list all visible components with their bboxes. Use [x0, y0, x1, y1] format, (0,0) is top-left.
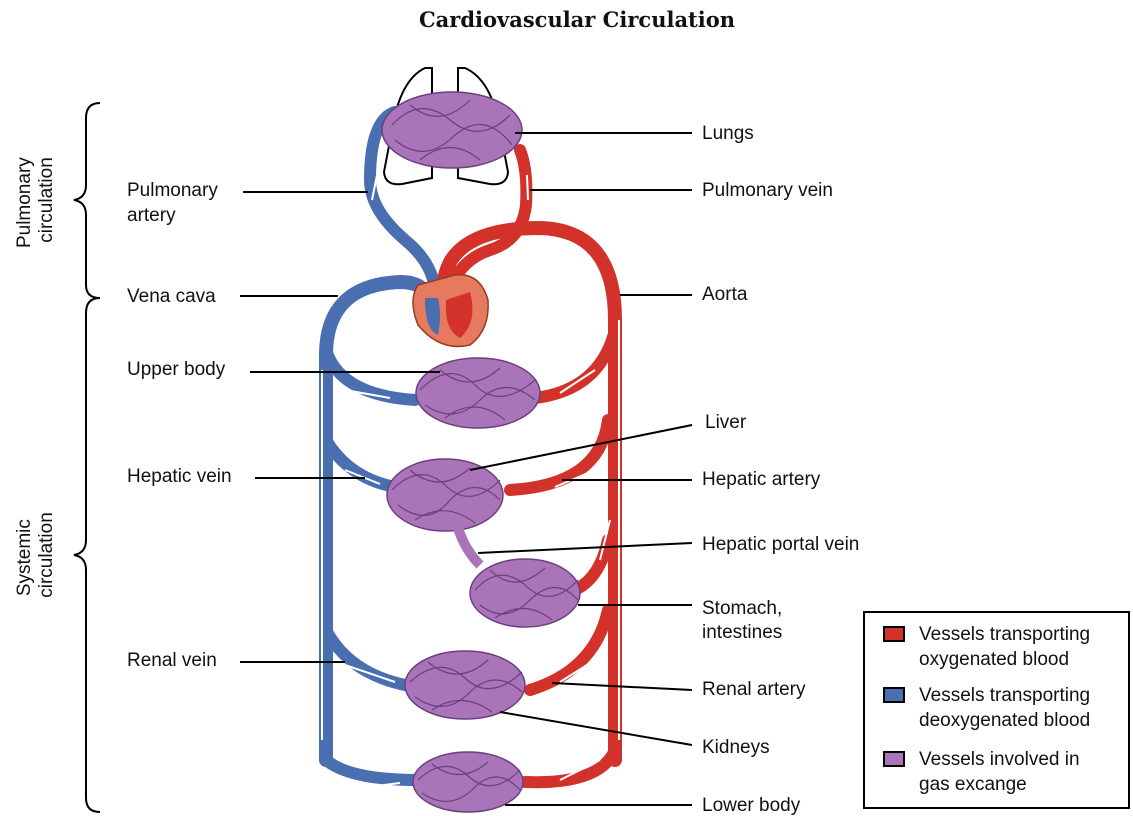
liver-capillary-bed — [387, 459, 503, 531]
lungs-capillary-bed — [382, 92, 522, 168]
renal-artery-label: Renal artery — [702, 679, 806, 700]
pulmonary-circulation-label: Pulmonary circulation — [14, 152, 57, 248]
lower-body-label: Lower body — [702, 795, 801, 816]
legend-swatch-oxygenated — [884, 627, 904, 641]
stomach-intestines-label: Stomach, intestines — [702, 598, 788, 643]
hepatic-artery-label: Hepatic artery — [702, 469, 821, 490]
pulmonary-artery-label: Pulmonary artery — [127, 180, 223, 226]
legend-swatch-gas-exchange — [884, 752, 904, 766]
diagram-title: Cardiovascular Circulation — [419, 7, 735, 32]
stomach-intestines-capillary-bed — [470, 559, 580, 627]
lungs-label: Lungs — [702, 123, 754, 144]
kidneys-capillary-bed — [405, 651, 525, 719]
legend: Vessels transporting oxygenated blood Ve… — [864, 612, 1129, 808]
pulmonary-bracket — [74, 103, 100, 298]
systemic-bracket — [74, 298, 100, 812]
upper-body-capillary-bed — [416, 358, 540, 428]
upper-body-label: Upper body — [127, 359, 226, 380]
lower-body-capillary-bed — [413, 752, 523, 812]
heart — [413, 275, 488, 347]
hepatic-portal-connection — [458, 528, 480, 565]
hepatic-vein-label: Hepatic vein — [127, 466, 232, 487]
legend-swatch-deoxygenated — [884, 688, 904, 702]
liver-label: Liver — [705, 412, 747, 433]
renal-vein-label: Renal vein — [127, 650, 217, 671]
vena-cava-label: Vena cava — [127, 286, 216, 307]
aorta-label: Aorta — [702, 284, 748, 305]
hepatic-portal-vein-label: Hepatic portal vein — [702, 534, 859, 555]
kidneys-label: Kidneys — [702, 737, 770, 758]
systemic-circulation-label: Systemic circulation — [14, 512, 57, 598]
pulmonary-vein-label: Pulmonary vein — [702, 180, 833, 201]
